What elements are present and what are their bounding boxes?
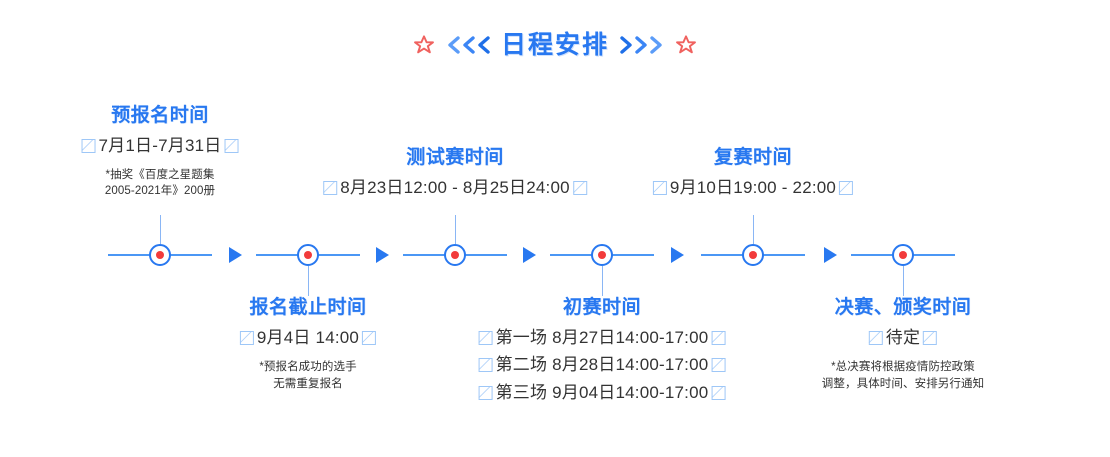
node-note-line: *总决赛将根据疫情防控政策 [831,361,975,374]
node-date: 9月10日19:00 - 22:00 [650,175,856,201]
decoration-box-icon [239,330,254,345]
decoration-box-icon [323,180,338,195]
node-date: 9月4日 14:00 [237,325,379,351]
node-date: 8月23日12:00 - 8月25日24:00 [320,175,590,201]
node-date: 7月1日-7月31日 [79,133,242,159]
node-title: 预报名时间 [111,105,209,127]
node-note-line: 2005-2021年》200册 [104,185,216,198]
node-connector-stem [902,266,904,296]
chevrons-left-icon [446,35,490,55]
decoration-box-icon [839,180,854,195]
node-title: 初赛时间 [562,297,641,318]
page-title-bar: 日程安排 [0,28,1110,62]
node-title: 决赛、颁奖时间 [834,297,972,318]
node-note-line: 无需重复报名 [273,377,343,390]
decoration-box-icon [711,358,726,373]
decoration-box-icon [572,180,587,195]
node-title: 测试赛时间 [406,146,504,168]
decoration-box-icon [652,180,667,195]
node-date-item: 第二场 8月28日14:00-17:00 [476,351,729,379]
node-connector-stem [159,215,161,244]
chevrons-right-icon [620,35,664,55]
node-marker-icon[interactable] [892,244,914,266]
decoration-box-icon [711,330,726,345]
decoration-box-icon [711,385,726,400]
decoration-box-icon [923,330,938,345]
decoration-box-icon [224,139,239,154]
node-title: 复赛时间 [713,146,792,168]
node-marker-icon[interactable] [149,244,171,266]
timeline-arrow-icon [671,247,684,263]
node-note-line: 调整，具体时间、安排另行通知 [821,377,985,390]
node-connector-stem [454,215,456,244]
node-marker-icon[interactable] [742,244,764,266]
node-label: 报名截止时间 9月4日 14:00 *预报名成功的选手无需重复报名 [237,296,379,393]
decoration-box-icon [478,358,493,373]
node-note-line: *抽奖《百度之星题集 [105,168,215,181]
node-connector-stem [752,215,754,244]
star-icon [676,35,696,54]
decoration-box-icon [868,330,883,345]
node-date: 待定 [822,325,984,351]
node-marker-icon[interactable] [444,244,466,266]
node-label: 决赛、颁奖时间待定 *总决赛将根据疫情防控政策调整，具体时间、安排另行通知 [822,296,984,393]
star-icon [414,35,434,54]
node-label: 复赛时间 9月10日19:00 - 22:00 [650,146,856,200]
page-title: 日程安排 [500,30,609,59]
node-note: *总决赛将根据疫情防控政策调整，具体时间、安排另行通知 [822,359,984,392]
node-marker-icon[interactable] [297,244,319,266]
timeline-arrow-icon [229,247,242,263]
node-marker-icon[interactable] [591,244,613,266]
node-title: 报名截止时间 [249,297,367,318]
node-connector-stem [307,266,309,296]
decoration-box-icon [81,139,96,154]
node-label: 预报名时间 7月1日-7月31日 *抽奖《百度之星题集 2005-2021年》200册 [79,104,242,200]
decoration-box-icon [478,330,493,345]
timeline-arrow-icon [376,247,389,263]
node-date-item: 第三场 9月04日14:00-17:00 [476,379,729,407]
node-connector-stem [601,266,603,296]
node-label: 测试赛时间 8月23日12:00 - 8月25日24:00 [320,146,590,200]
node-date-item: 第一场 8月27日14:00-17:00 [476,324,729,352]
node-note: *抽奖《百度之星题集 2005-2021年》200册 [79,167,242,200]
node-note: *预报名成功的选手无需重复报名 [237,359,379,392]
decoration-box-icon [362,330,377,345]
node-note-line: *预报名成功的选手 [259,361,357,374]
timeline-arrow-icon [523,247,536,263]
decoration-box-icon [478,385,493,400]
timeline-arrow-icon [824,247,837,263]
